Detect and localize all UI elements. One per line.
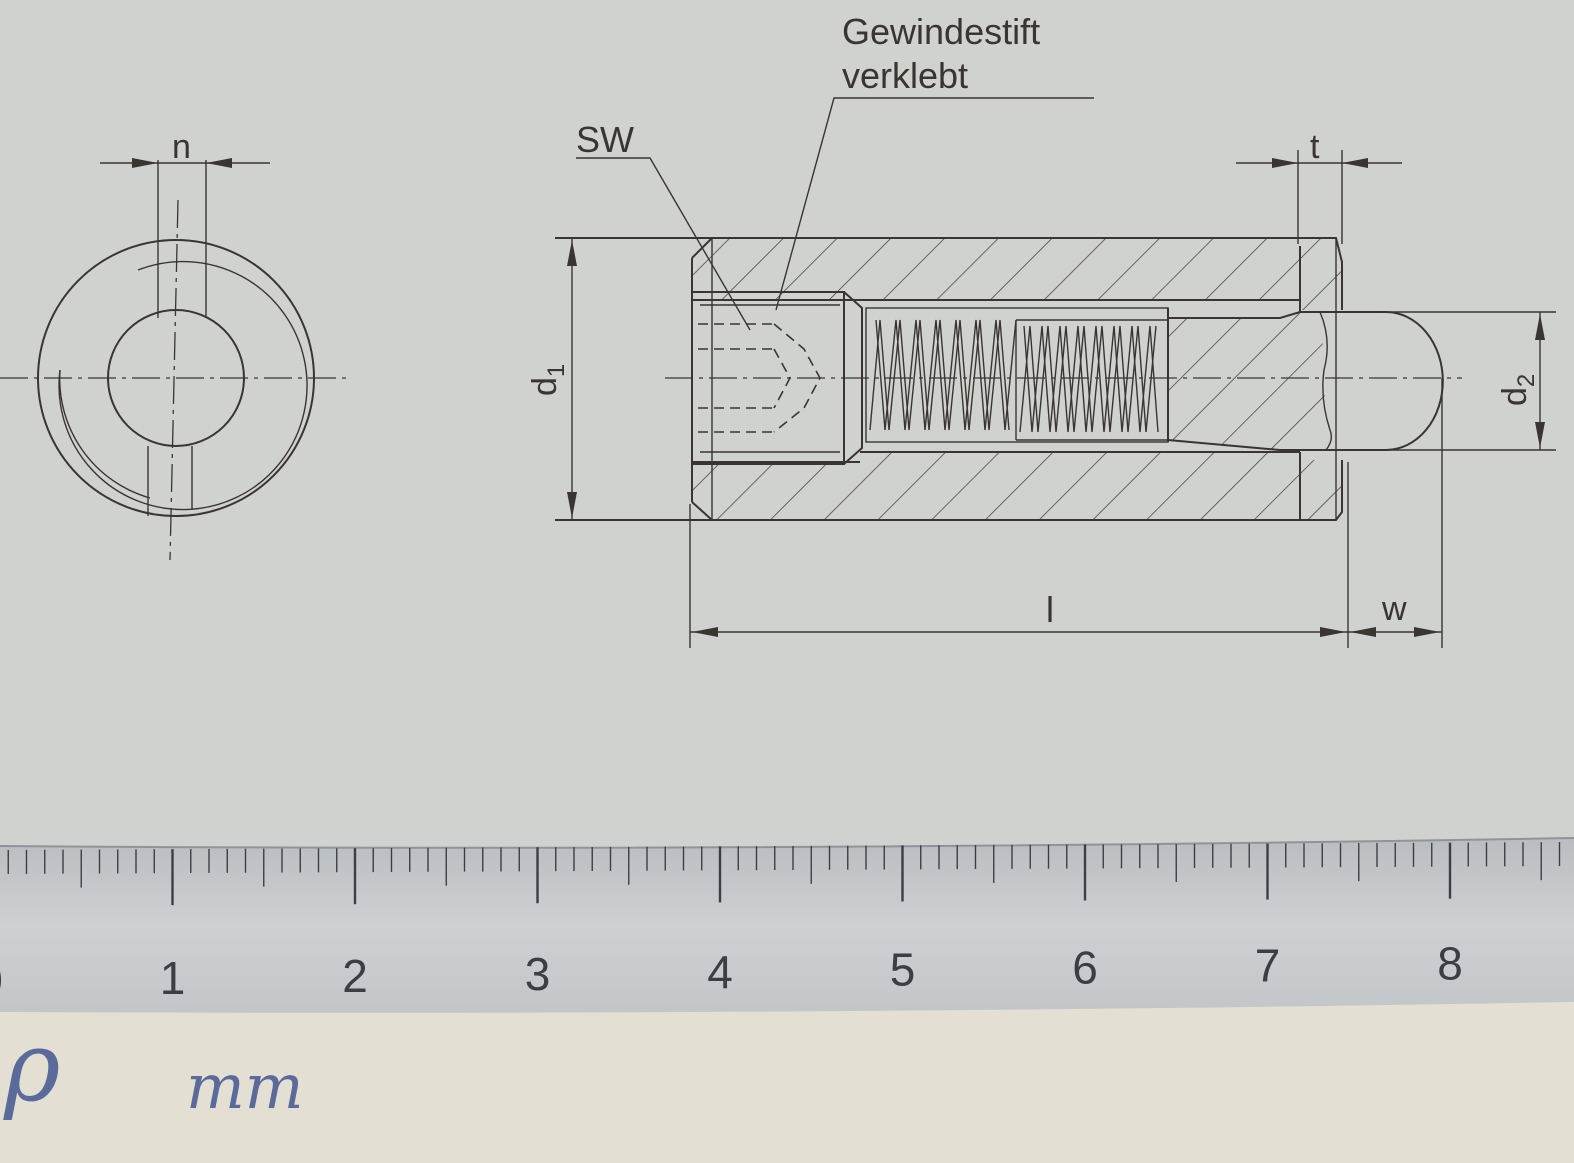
end-view	[0, 158, 352, 561]
ruler-numbers: 0 1 2 3 4 5 6 7 8	[0, 937, 1463, 1006]
ruler-number: 7	[1255, 940, 1281, 992]
ruler-number: 1	[160, 952, 186, 1004]
label-w: w	[1381, 590, 1407, 628]
handwritten-symbol: ρ	[3, 1011, 60, 1123]
ruler-number: 6	[1072, 942, 1098, 994]
label-verklebt: verklebt	[842, 55, 968, 96]
label-gewindestift: Gewindestift	[842, 11, 1040, 52]
label-d1: d1	[526, 364, 570, 396]
ruler-number: 2	[342, 950, 368, 1002]
label-n: n	[172, 128, 191, 166]
ruler-number: 5	[890, 944, 916, 996]
section-view	[555, 97, 1556, 648]
handwritten-unit: mm	[186, 1050, 304, 1123]
ruler-number: 8	[1437, 937, 1463, 989]
label-sw: SW	[576, 119, 634, 160]
ruler-number: 0	[0, 954, 3, 1006]
ruler-number: 3	[525, 948, 551, 1000]
cloth-strip	[0, 1002, 1574, 1163]
ruler-number: 4	[707, 946, 733, 998]
ruler-ticks	[7, 842, 1561, 906]
label-t: t	[1310, 128, 1320, 166]
ruler	[0, 838, 1574, 1013]
label-l: l	[1046, 589, 1054, 630]
label-d2: d2	[1496, 374, 1540, 406]
